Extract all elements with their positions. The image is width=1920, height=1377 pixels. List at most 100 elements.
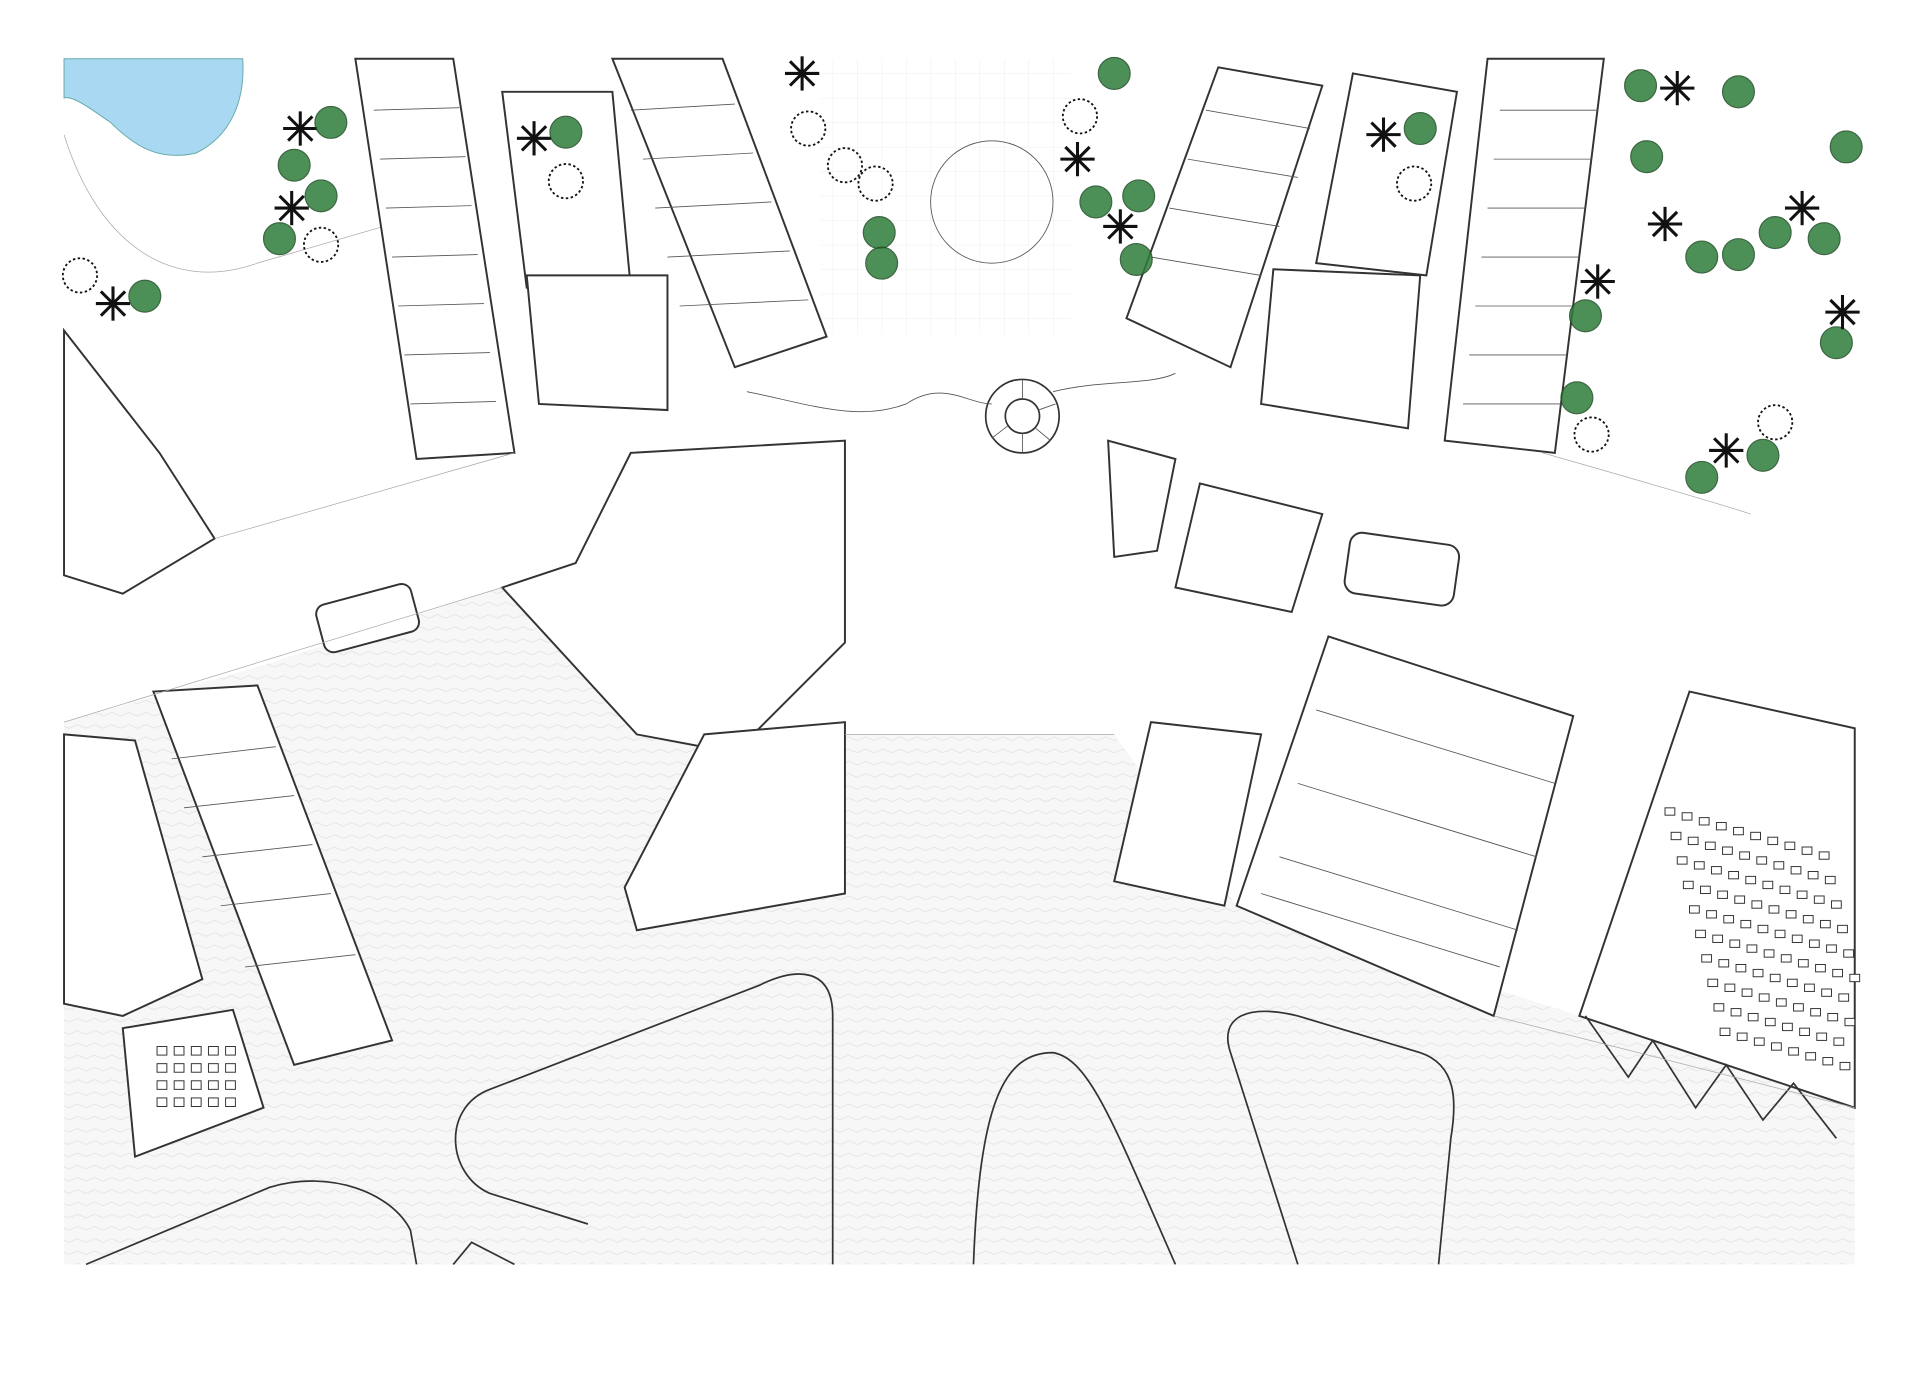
shrub-icon <box>826 147 863 184</box>
seat-icon <box>1739 851 1750 860</box>
tree-icon <box>1685 240 1719 274</box>
seat-icon <box>1808 939 1820 948</box>
tree-branch <box>1664 87 1679 102</box>
tree-branch <box>1064 145 1079 161</box>
tree-branch <box>1119 213 1134 228</box>
tree-branch <box>532 137 548 152</box>
seat-icon <box>1713 1003 1725 1012</box>
seat-icon <box>1728 870 1739 880</box>
seat-icon <box>1753 1037 1765 1046</box>
garden-path <box>1542 452 1751 515</box>
pond <box>63 58 244 156</box>
seat-icon <box>1717 890 1728 899</box>
seat-icon <box>1775 998 1787 1007</box>
conifer-icon <box>1366 117 1401 152</box>
conifer-icon <box>1825 294 1860 330</box>
tree-branch <box>111 302 127 317</box>
conifer-icon <box>1103 209 1138 244</box>
tree-branch <box>801 72 816 87</box>
seat-icon <box>1797 959 1809 968</box>
shrub-icon <box>303 226 340 263</box>
seat-icon <box>190 1097 202 1107</box>
seat-icon <box>1712 934 1724 943</box>
tree-icon <box>1122 179 1156 213</box>
seat-icon <box>1813 895 1825 904</box>
building-center-east <box>1174 482 1324 614</box>
conifer-icon <box>1647 206 1683 242</box>
plaza-paving <box>64 58 1855 1265</box>
seat-icon <box>207 1080 219 1090</box>
building-center-north <box>1107 439 1177 559</box>
seat-icon <box>1779 885 1791 895</box>
seat-icon <box>1782 1022 1793 1032</box>
trees <box>61 56 1863 494</box>
building-center-south <box>623 721 846 932</box>
tree-branch <box>788 72 804 87</box>
seat-icon <box>1734 895 1746 904</box>
seat-icon <box>1740 919 1752 929</box>
seat-icon <box>1715 822 1727 831</box>
seat-icon <box>1786 978 1798 988</box>
seat-icon <box>1804 983 1815 992</box>
tree-branch <box>99 302 115 317</box>
seat-icon <box>1830 900 1842 909</box>
tree-branch <box>801 60 816 75</box>
seat-icon <box>1752 968 1764 978</box>
seat-icon <box>225 1080 236 1090</box>
tree-branch <box>1119 225 1134 240</box>
seat-icon <box>1826 944 1837 953</box>
tree-branch <box>532 125 548 140</box>
seat-icon <box>1832 968 1843 978</box>
seat-icon <box>156 1046 168 1056</box>
seat-icon <box>173 1046 185 1056</box>
seat-icon <box>1719 1027 1731 1036</box>
seat-icon <box>190 1063 202 1073</box>
tree-branch <box>287 127 302 142</box>
seat-icon <box>1785 910 1797 919</box>
seat-icon <box>1756 856 1768 865</box>
stair-block <box>1343 531 1461 607</box>
tree-branch <box>1382 133 1397 148</box>
tree-branch <box>1713 449 1728 464</box>
garden-path <box>63 134 405 273</box>
tree-branch <box>1829 298 1844 314</box>
seat-icon <box>156 1097 168 1107</box>
tree-icon <box>1624 69 1658 103</box>
tree-icon <box>1079 185 1113 219</box>
seat-icon <box>1723 915 1735 924</box>
zigzag-facade <box>1584 1015 1838 1139</box>
building-center-west <box>500 439 846 754</box>
seat-icon <box>1730 1008 1742 1017</box>
tree-branch <box>287 115 302 130</box>
interior-walls <box>171 103 1598 968</box>
conifer-icon <box>283 111 318 146</box>
seat-icon <box>1741 988 1753 997</box>
seat-icon <box>1747 1012 1759 1022</box>
seat-icon <box>1816 1032 1828 1041</box>
tree-branch <box>1651 210 1667 226</box>
seat-icon <box>1780 954 1792 963</box>
seat-icon <box>1815 964 1826 973</box>
garden-edge <box>746 372 1176 413</box>
stair-block <box>315 583 420 654</box>
seat-icon <box>1837 924 1848 934</box>
seat-icon <box>1801 846 1813 855</box>
conifer-icon <box>1709 433 1744 468</box>
seat-icon <box>1745 875 1757 885</box>
seat-icon <box>173 1097 185 1107</box>
seat-icon <box>1844 1017 1856 1027</box>
shrub-icon <box>61 257 98 294</box>
building-east-rooms <box>1443 57 1605 454</box>
tree-icon <box>304 179 338 213</box>
seat-icon <box>1735 964 1747 973</box>
seat-icon <box>1819 919 1831 929</box>
seat-icon <box>1722 846 1733 855</box>
seat-icon <box>1793 1003 1804 1012</box>
seat-icon <box>1664 807 1676 816</box>
tree-branch <box>788 60 804 75</box>
seat-icon <box>1833 1037 1845 1046</box>
tree-branch <box>1829 311 1844 326</box>
seat-icon <box>1805 1052 1817 1061</box>
tree-branch <box>111 290 127 305</box>
seat-icon <box>1695 929 1706 939</box>
